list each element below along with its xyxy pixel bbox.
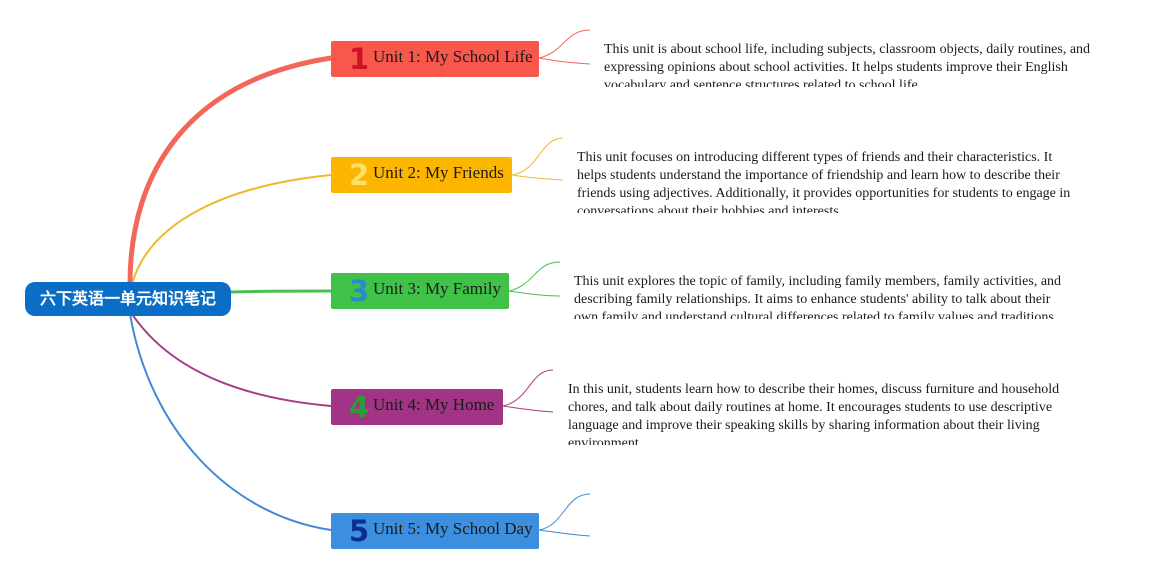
fork-unit-5-lower xyxy=(538,529,591,537)
unit-3-description: This unit explores the topic of family, … xyxy=(574,274,1062,319)
fork-unit-5-upper xyxy=(538,493,591,531)
unit-2-description: This unit focuses on introducing differe… xyxy=(577,150,1071,213)
unit-4-description: In this unit, students learn how to desc… xyxy=(568,382,1060,445)
number-5-icon: 5 xyxy=(349,514,370,548)
root-topic[interactable]: 六下英语一单元知识笔记 xyxy=(25,282,231,316)
number-3-icon: 3 xyxy=(349,274,370,308)
branch-unit-1 xyxy=(127,55,334,287)
unit-label: Unit 5: My School Day xyxy=(373,519,533,538)
branch-unit-2 xyxy=(131,174,332,285)
unit-label: Unit 3: My Family xyxy=(373,279,501,298)
fork-unit-4-upper xyxy=(502,369,554,407)
fork-unit-2-upper xyxy=(511,137,564,176)
branch-unit-3 xyxy=(230,289,332,294)
unit-node-4[interactable]: 4 Unit 4: My Home xyxy=(331,389,503,425)
unit-1-description: This unit is about school life, includin… xyxy=(604,42,1091,87)
unit-label: Unit 1: My School Life xyxy=(373,47,533,66)
unit-node-2[interactable]: 2 Unit 2: My Friends xyxy=(331,157,512,193)
fork-unit-1-lower xyxy=(538,57,591,65)
branch-unit-5 xyxy=(129,313,332,531)
unit-label: Unit 4: My Home xyxy=(373,395,495,414)
number-1-icon: 1 xyxy=(349,42,370,76)
fork-unit-3-lower xyxy=(508,290,561,297)
number-4-icon: 4 xyxy=(349,390,370,424)
branch-unit-4 xyxy=(131,313,332,407)
fork-unit-2-lower xyxy=(511,174,564,181)
unit-label: Unit 2: My Friends xyxy=(373,163,504,182)
unit-node-5[interactable]: 5 Unit 5: My School Day xyxy=(331,513,539,549)
unit-node-3[interactable]: 3 Unit 3: My Family xyxy=(331,273,509,309)
unit-node-1[interactable]: 1 Unit 1: My School Life xyxy=(331,41,539,77)
fork-unit-4-lower xyxy=(502,405,554,413)
fork-unit-1-upper xyxy=(538,29,591,59)
number-2-icon: 2 xyxy=(349,158,370,192)
fork-unit-3-upper xyxy=(508,261,561,292)
